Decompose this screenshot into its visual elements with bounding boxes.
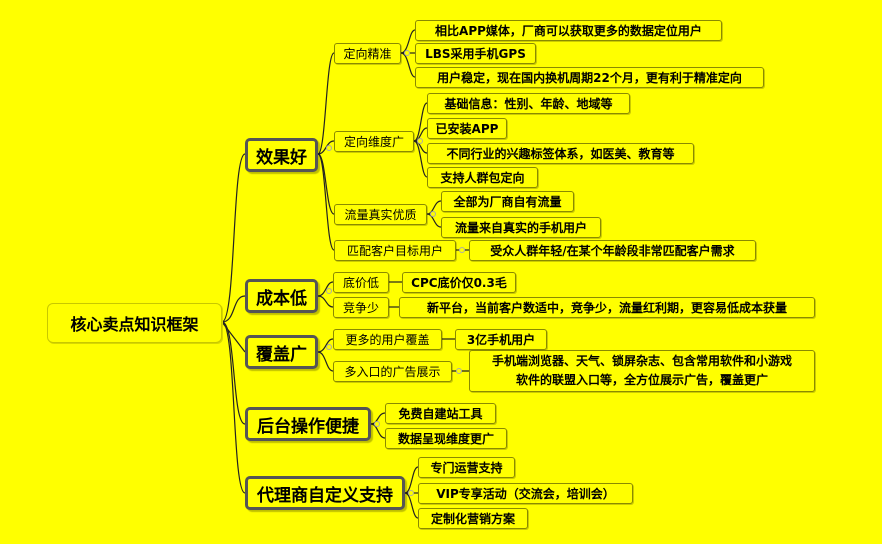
leaf-item[interactable]: 支持人群包定向: [427, 167, 538, 188]
leaf-item[interactable]: 3亿手机用户: [455, 329, 547, 350]
leaf-line-1: 手机端浏览器、天气、锁屏杂志、包含常用软件和小游戏: [491, 354, 792, 368]
connector-dot: [404, 50, 410, 56]
leaf-item[interactable]: 流量来自真实的手机用户: [441, 217, 601, 238]
leaf-line-2: 软件的联盟入口等，全方位展示广告，覆盖更广: [515, 373, 768, 387]
leaf-item[interactable]: LBS采用手机GPS: [415, 43, 536, 64]
leaf-item[interactable]: 受众人群年轻/在某个年龄段非常匹配客户需求: [469, 240, 756, 261]
leaf-item[interactable]: 基础信息：性别、年龄、地域等: [427, 93, 630, 114]
group-more-users[interactable]: 更多的用户覆盖: [333, 329, 442, 350]
group-real-traffic[interactable]: 流量真实优质: [334, 204, 427, 225]
leaf-item[interactable]: 全部为厂商自有流量: [441, 191, 574, 212]
connector-dot: [417, 138, 423, 144]
connector-dot: [408, 490, 414, 496]
branch-effect-good[interactable]: 效果好: [245, 138, 318, 172]
leaf-item-multiline[interactable]: 手机端浏览器、天气、锁屏杂志、包含常用软件和小游戏 软件的联盟入口等，全方位展示…: [469, 350, 815, 392]
leaf-item[interactable]: 新平台，当前客户数适中，竞争少，流量红利期，更容易低成本获量: [399, 297, 815, 318]
leaf-item[interactable]: CPC底价仅0.3毛: [402, 272, 516, 293]
connector-dot: [374, 421, 380, 427]
branch-agent-support[interactable]: 代理商自定义支持: [245, 476, 405, 510]
leaf-item[interactable]: 已安装APP: [427, 118, 507, 139]
root-node[interactable]: 核心卖点知识框架: [47, 303, 222, 343]
leaf-item[interactable]: 数据呈现维度更广: [385, 428, 507, 449]
leaf-item[interactable]: 专门运营支持: [418, 457, 515, 478]
group-low-base-price[interactable]: 底价低: [333, 272, 389, 293]
connector-dot: [326, 344, 332, 350]
leaf-item[interactable]: 免费自建站工具: [385, 403, 496, 424]
group-multi-entry-ads[interactable]: 多入口的广告展示: [333, 361, 452, 382]
branch-easy-backend[interactable]: 后台操作便捷: [245, 407, 371, 441]
leaf-item[interactable]: VIP专享活动（交流会，培训会）: [418, 483, 633, 504]
group-match-target-users[interactable]: 匹配客户目标用户: [334, 240, 456, 261]
leaf-item[interactable]: 不同行业的兴趣标签体系，如医美、教育等: [427, 143, 694, 164]
group-precise-targeting[interactable]: 定向精准: [334, 43, 401, 64]
leaf-item[interactable]: 用户稳定，现在国内换机周期22个月，更有利于精准定向: [415, 67, 764, 88]
connector-dot: [430, 211, 436, 217]
connector-dot: [459, 247, 465, 253]
branch-wide-coverage[interactable]: 覆盖广: [245, 335, 318, 369]
connector-dot: [456, 368, 462, 374]
leaf-item[interactable]: 相比APP媒体，厂商可以获取更多的数据定位用户: [415, 20, 722, 41]
leaf-item[interactable]: 定制化营销方案: [418, 508, 528, 529]
branch-low-cost[interactable]: 成本低: [245, 279, 318, 313]
connector-dot: [326, 145, 332, 151]
group-wide-dimensions[interactable]: 定向维度广: [334, 131, 414, 152]
group-less-competition[interactable]: 竞争少: [333, 297, 389, 318]
connector-dot: [326, 288, 332, 294]
